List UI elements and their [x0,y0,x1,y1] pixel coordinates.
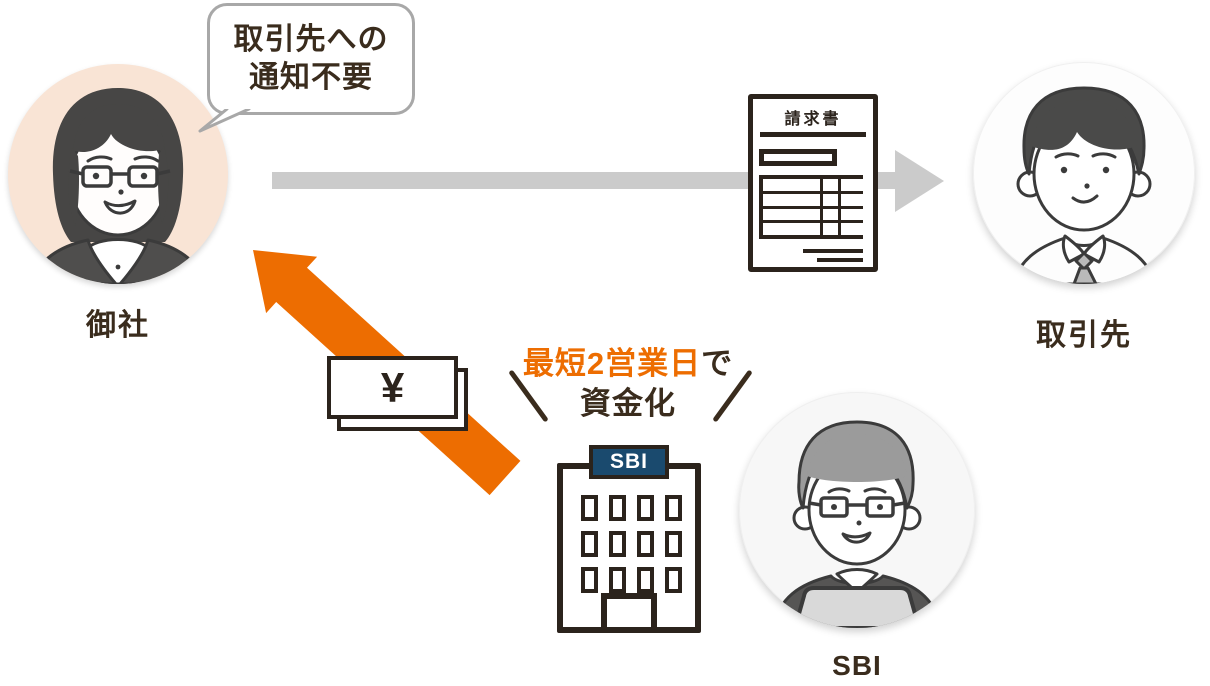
building-windows [581,495,682,593]
company-label: 御社 [86,309,150,342]
funding-note-suffix: で [701,346,734,381]
company-avatar [8,64,228,284]
funding-note-line1: 最短2営業日で [503,344,753,384]
building-sign: SBI [589,445,669,479]
money-icon: ¥ [327,356,458,419]
speech-bubble-line1: 取引先への [233,23,389,56]
funding-note-highlight: 最短2営業日 [522,346,702,381]
company-businessman-icon [28,88,208,284]
building-door [601,593,657,627]
funding-note-line2: 資金化 [580,386,676,421]
invoice-title: 請求書 [784,111,842,128]
sbi-building-icon [557,463,701,633]
invoice-subtotal-line [817,258,863,262]
building-sign-text: SBI [609,450,648,473]
yen-symbol: ¥ [380,363,405,411]
speech-bubble: 取引先への 通知不要 [207,3,415,115]
sbi-agent-icon [771,420,943,628]
invoice-flow-arrow-head [895,150,944,212]
client-businessman-icon [1011,86,1157,284]
speech-bubble-line2: 通知不要 [249,61,373,94]
invoice-flow-arrow-shaft [272,172,895,189]
client-avatar [973,62,1195,284]
sbi-label: SBI [832,650,882,681]
speech-bubble-tail [198,109,251,133]
funding-note: 最短2営業日で 資金化 [503,344,753,424]
invoice-icon: 請求書 [748,94,878,272]
sbi-agent-avatar [739,392,975,628]
invoice-table [759,175,865,239]
invoice-total-line [803,249,863,253]
invoice-label-box [759,149,837,166]
invoice-title-rule [760,132,866,137]
client-label: 取引先 [1036,319,1132,352]
